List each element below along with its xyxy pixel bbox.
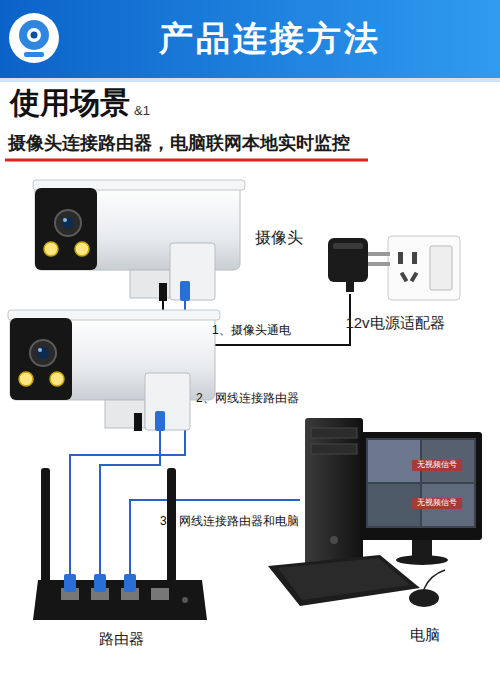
section-heading: 使用场景 [10,86,130,119]
connector-label: 2、网线连接路由器 [196,390,299,407]
node-label: 路由器 [35,630,207,649]
power-adapter: 12v电源适配器 [322,232,468,294]
page-title: 产品连接方法 [110,16,430,62]
connector-label: 3、网线连接路由器和电脑 [160,513,299,530]
camera: 摄像头 [30,180,310,300]
network-cable [130,500,300,578]
router: 路由器 [35,578,207,620]
node-label: 摄像头 [255,228,303,249]
screen-text: 无视频信号 [417,499,457,508]
power-cable [163,294,350,345]
connector-label: 1、摄像头通电 [212,322,291,339]
network-cable [70,300,185,578]
node-label: 电脑 [390,626,460,645]
screen-text: 无视频信号 [417,461,457,470]
computer: 电脑 [300,412,490,612]
scene-subtitle: 摄像头连接路由器，电脑联网本地实时监控 [8,134,350,154]
section-number: &1 [134,104,150,118]
node-label: 12v电源适配器 [322,314,468,333]
